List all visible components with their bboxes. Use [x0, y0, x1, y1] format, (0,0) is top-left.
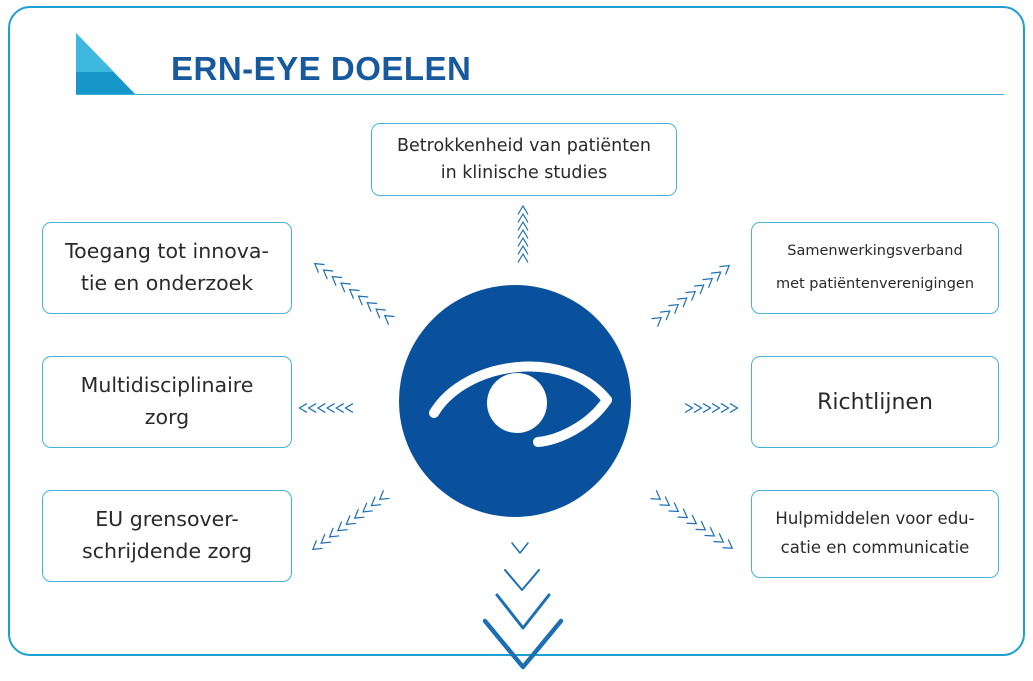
goal-top-left-line-1: Toegang tot innova-	[65, 239, 269, 264]
goal-middle-left-line-1: Multidisciplinaire	[80, 373, 254, 398]
goal-box-bottom-left: EU grensover- schrijdende zorg	[42, 490, 292, 582]
goal-box-top-right: Samenwerkingsverband met patiëntenvereni…	[751, 222, 999, 314]
goal-bottom-right-line-1: Hulpmiddelen voor edu-	[775, 509, 975, 529]
goal-top-line-2: in klinische studies	[440, 162, 608, 183]
goal-box-top-left: Toegang tot innova- tie en onderzoek	[42, 222, 292, 314]
page-title: ERN-EYE DOELEN	[171, 50, 472, 87]
goal-top-line-1: Betrokkenheid van patiënten	[397, 136, 651, 157]
goal-box-middle-right: Richtlijnen	[751, 356, 999, 448]
title-underline	[76, 94, 1004, 95]
goal-box-top: Betrokkenheid van patiënten in klinische…	[371, 123, 677, 196]
goal-bottom-right-line-2: catie en communicatie	[780, 538, 970, 557]
goal-middle-left-line-2: zorg	[144, 405, 190, 429]
goal-top-right-line-1: Samenwerkingsverband	[787, 242, 963, 259]
goal-middle-right-line-1: Richtlijnen	[817, 389, 933, 415]
goal-top-right-line-2: met patiëntenverenigingen	[775, 276, 975, 292]
goal-box-middle-left: Multidisciplinaire zorg	[42, 356, 292, 448]
title-triangle-icon	[76, 33, 136, 95]
goal-top-left-line-2: tie en onderzoek	[80, 271, 254, 295]
goal-bottom-left-line-2: schrijdende zorg	[82, 539, 252, 563]
goal-bottom-left-line-1: EU grensover-	[95, 507, 239, 532]
goal-box-bottom-right: Hulpmiddelen voor edu- catie en communic…	[751, 490, 999, 578]
